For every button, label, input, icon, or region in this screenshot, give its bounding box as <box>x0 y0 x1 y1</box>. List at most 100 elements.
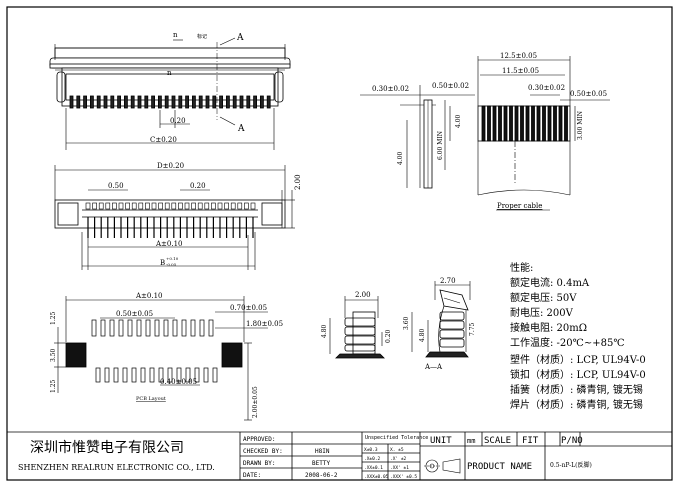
front-pin-top <box>224 202 229 210</box>
front-pin-top <box>145 202 150 210</box>
cable-conductor <box>553 105 557 142</box>
front-pin-top <box>118 202 124 210</box>
front-view <box>54 165 295 270</box>
top-pin <box>185 95 190 109</box>
spec-title: 性能: <box>510 263 534 274</box>
cable-conductor <box>558 105 563 142</box>
pcb-pad-top <box>109 319 115 337</box>
dim-pad-2x: 2.00±0.05 <box>252 386 259 418</box>
top-pin <box>151 95 156 109</box>
dim-side-020: 0.20 <box>385 329 392 343</box>
mark-label: 标记 <box>197 33 207 40</box>
pcb-pad-top <box>172 319 178 337</box>
dim-a-010: A±0.10 <box>155 240 183 248</box>
top-pin <box>205 95 210 109</box>
front-pin-row-bottom <box>87 217 254 238</box>
material-solder-tab: 焊片（材质）: 磷青铜, 镀无锡 <box>510 400 643 411</box>
top-pin <box>219 95 224 109</box>
pcb-pad-top <box>100 319 106 337</box>
dim-n-top: n <box>173 31 178 39</box>
dim-d: D±0.20 <box>157 162 184 170</box>
top-pin <box>144 95 149 109</box>
top-pin <box>198 95 203 109</box>
dim-pitch-top: 0.20 <box>170 117 186 125</box>
projection-symbol-icon <box>424 458 461 474</box>
front-pin-top <box>85 202 91 210</box>
pcb-pad-top <box>91 319 97 337</box>
front-pin-top <box>250 202 256 210</box>
title-block-text: 深圳市惟赞电子有限公司 SHENZHEN REALRUN ELECTRONIC … <box>18 435 592 480</box>
dim-cable-600: 6.00 MIN <box>437 131 444 160</box>
dim-right-020: 0.20 <box>190 182 206 190</box>
dim-cable-400: 4.00 <box>455 114 462 128</box>
pcb-pad-bottom <box>131 367 137 383</box>
pcb-pad-top <box>145 319 151 337</box>
top-pin <box>239 95 244 109</box>
cable-conductor <box>525 105 530 142</box>
tol-r0-c1: X. ±5 <box>390 447 404 453</box>
top-pin <box>253 95 258 109</box>
dim-pad-050: 0.50±0.05 <box>116 310 153 318</box>
dim-side-270: 2.70 <box>440 277 456 285</box>
top-pin <box>83 95 87 109</box>
dim-cable-115: 11.5±0.05 <box>502 67 539 75</box>
dim-n-mid: n <box>167 69 172 77</box>
pcb-pad-bottom <box>185 367 191 383</box>
tol-r3-c0: .XXX±0.05 <box>364 474 389 480</box>
dim-side-360: 3.60 <box>403 316 410 330</box>
dim-left-050: 0.50 <box>108 182 124 190</box>
cable-conductor <box>542 105 546 142</box>
cable-conductor <box>531 105 535 142</box>
dim-side-480: 4.80 <box>321 324 328 338</box>
dim-cable-030l: 0.30±0.02 <box>372 85 409 93</box>
scale-label: SCALE <box>484 436 511 446</box>
pcb-pad-bottom <box>194 367 200 383</box>
dim-pad-a: A±0.10 <box>135 292 163 300</box>
tol-r2-c1: .XX' ±1 <box>390 465 409 471</box>
cable-conductor <box>509 105 513 142</box>
fit-label: FIT <box>522 436 539 446</box>
dim-side-775: 7.75 <box>469 322 476 336</box>
pcb-pad-top <box>163 319 169 337</box>
section-a-bot: A <box>237 124 245 134</box>
dim-pad-070: 0.70±0.05 <box>230 304 267 312</box>
pcb-pad-bottom <box>158 367 164 383</box>
top-pin <box>117 95 121 109</box>
tol-r2-c0: .XX±0.1 <box>364 465 383 471</box>
front-pin-top <box>125 202 130 210</box>
front-pin-top <box>138 202 144 210</box>
cable-conductor <box>514 105 519 142</box>
top-pin <box>96 95 101 109</box>
top-pin <box>178 95 183 109</box>
company-name-en: SHENZHEN REALRUN ELECTRONIC CO., LTD. <box>18 463 215 472</box>
cable-view <box>360 56 610 211</box>
pcb-pad-top <box>190 319 196 337</box>
pcb-pad-bottom <box>203 367 209 383</box>
tol-r1-c1: .X' ±2 <box>390 456 407 462</box>
top-pin <box>191 95 196 109</box>
spec-line-current: 额定电流: 0.4mA <box>510 278 590 289</box>
top-pin <box>124 95 128 109</box>
dim-pad-350: 3.50 <box>50 348 57 362</box>
date-value: 2008-06-2 <box>305 472 338 479</box>
front-pin-top <box>131 202 137 210</box>
front-pin-row-top <box>85 202 256 210</box>
pcb-pad-top <box>136 319 142 337</box>
pcb-pad-bottom <box>176 367 182 383</box>
cable-conductor <box>492 105 497 142</box>
cable-conductor <box>481 105 486 142</box>
unit-label: UNIT <box>430 436 452 446</box>
pcb-pad-row-top <box>91 319 214 337</box>
side-view-right <box>411 281 471 358</box>
product-name-value: 0.5-nP-L(反脚) <box>550 461 592 469</box>
cable-conductor <box>536 105 541 142</box>
front-pin-top <box>98 202 104 210</box>
cable-conductors <box>481 105 568 142</box>
cable-conductor <box>503 105 508 142</box>
top-pin <box>110 95 115 109</box>
front-pin-top <box>230 202 236 210</box>
pcb-pad-top <box>118 319 124 337</box>
checked-value: H8IN <box>315 448 330 455</box>
top-pin <box>69 95 74 109</box>
